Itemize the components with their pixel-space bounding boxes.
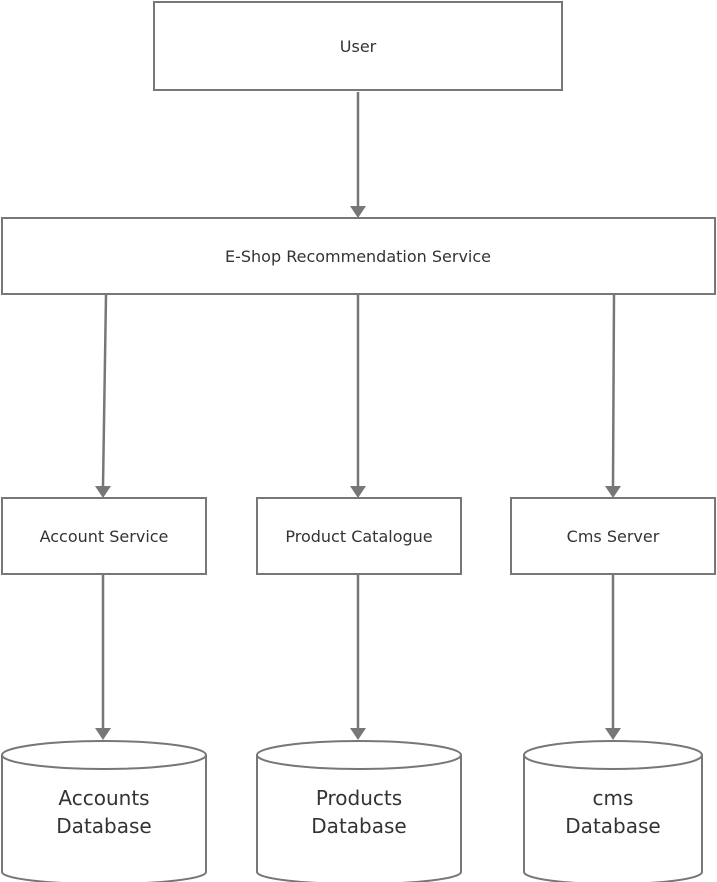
edge-cms-server-to-cms-db (605, 575, 621, 740)
edge-user-to-recommendation (350, 92, 366, 218)
node-account-service: Account Service (1, 497, 207, 575)
node-user-label: User (340, 37, 377, 56)
node-product-catalogue-label: Product Catalogue (285, 527, 432, 546)
node-products-database: Products Database (256, 740, 462, 882)
node-accounts-database: Accounts Database (1, 740, 207, 882)
node-recommendation-service-label: E-Shop Recommendation Service (225, 247, 491, 266)
products-database-label-line2: Database (311, 814, 406, 838)
edge-recommendation-to-account-service (95, 294, 111, 498)
node-cms-server: Cms Server (510, 497, 716, 575)
node-cms-database: cms Database (523, 740, 703, 882)
edge-account-service-to-accounts-db (95, 575, 111, 740)
cms-database-label-line1: cms (593, 786, 634, 810)
node-cms-server-label: Cms Server (567, 527, 660, 546)
node-account-service-label: Account Service (40, 527, 169, 546)
accounts-database-label-line1: Accounts (58, 786, 149, 810)
node-product-catalogue: Product Catalogue (256, 497, 462, 575)
node-recommendation-service: E-Shop Recommendation Service (1, 217, 716, 295)
accounts-database-label-line2: Database (56, 814, 151, 838)
edge-recommendation-to-product-catalogue (350, 295, 366, 498)
edge-product-catalogue-to-products-db (350, 575, 366, 740)
edge-recommendation-to-cms-server (605, 294, 621, 498)
node-user: User (153, 1, 563, 91)
products-database-label-line1: Products (316, 786, 402, 810)
cms-database-label-line2: Database (565, 814, 660, 838)
